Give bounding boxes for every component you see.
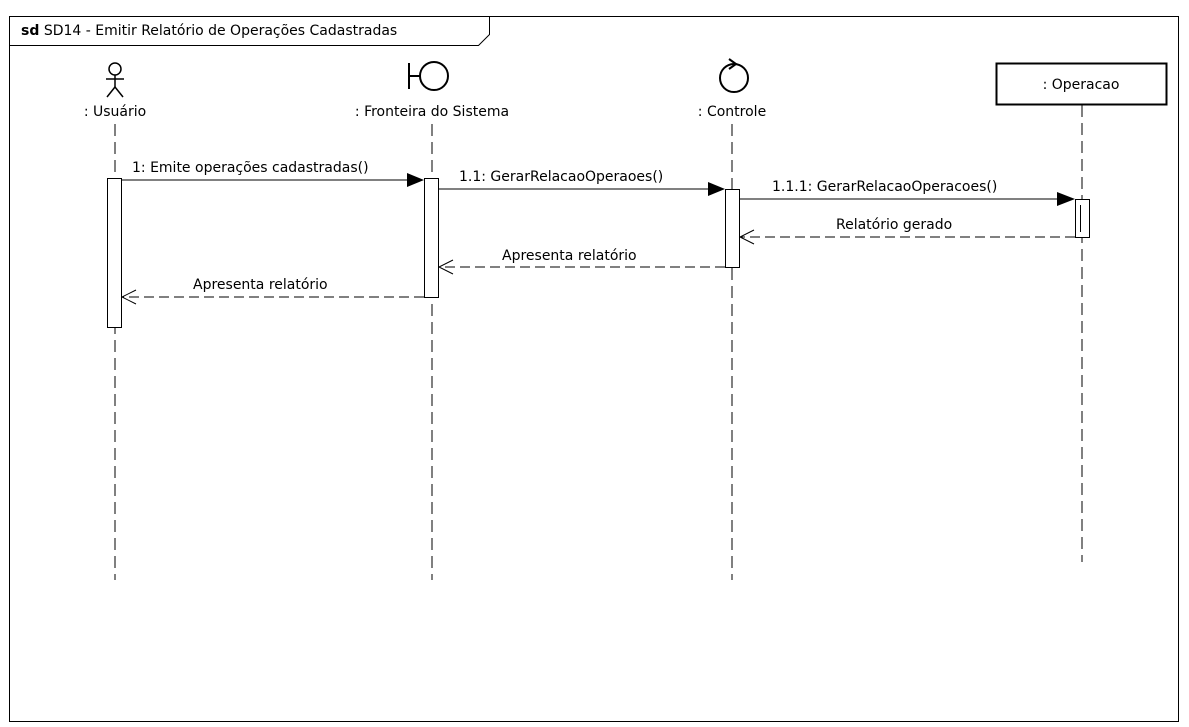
arrowhead-open — [738, 229, 755, 245]
control-icon — [719, 58, 749, 93]
message-label-apresenta-2: Apresenta relatório — [193, 277, 328, 293]
object-box-operacao — [995, 62, 1168, 106]
return-message-apresenta-1: Apresenta relatório — [437, 248, 725, 275]
lifeline-controle: : Controle — [698, 58, 766, 580]
arrowhead-filled — [708, 182, 725, 196]
message-1: 1: Emite operações cadastradas() — [121, 160, 424, 187]
return-message-apresenta-2: Apresenta relatório — [120, 277, 424, 305]
message-label-1-1: 1.1: GerarRelacaoOperaoes() — [459, 169, 663, 185]
frame-title: sd SD14 - Emitir Relatório de Operações … — [21, 23, 397, 39]
arrowhead-filled — [407, 173, 424, 187]
message-1-1: 1.1: GerarRelacaoOperaoes() — [438, 169, 725, 196]
frame-title-text: SD14 - Emitir Relatório de Operações Cad… — [44, 23, 397, 39]
message-1-1-1: 1.1.1: GerarRelacaoOperacoes() — [739, 179, 1075, 206]
arrowhead-open — [120, 289, 137, 305]
frame-keyword: sd — [21, 23, 39, 39]
arrowhead-filled — [1057, 192, 1075, 206]
lifeline-fronteira: : Fronteira do Sistema — [355, 61, 509, 580]
message-label-apresenta-1: Apresenta relatório — [502, 248, 637, 264]
activation-operacao — [1075, 199, 1090, 238]
message-label-1-1-1: 1.1.1: GerarRelacaoOperacoes() — [772, 179, 997, 195]
frame-title-tab — [9, 16, 490, 46]
return-message-relatorio-gerado: Relatório gerado — [738, 217, 1075, 245]
message-label-1: 1: Emite operações cadastradas() — [132, 160, 369, 176]
lifeline-label-operacao: : Operacao — [1043, 77, 1120, 93]
activation-usuario — [107, 178, 122, 328]
arrowhead-open — [437, 259, 454, 275]
lifeline-label-fronteira: : Fronteira do Sistema — [355, 104, 509, 120]
activation-fronteira — [424, 178, 439, 298]
lifeline-label-usuario: : Usuário — [84, 104, 146, 120]
boundary-icon — [408, 61, 449, 91]
diagram-frame — [9, 16, 1179, 722]
actor-icon — [106, 62, 124, 98]
lifeline-label-controle: : Controle — [698, 104, 766, 120]
lifeline-operacao: : Operacao — [995, 62, 1168, 562]
message-label-relatorio-gerado: Relatório gerado — [836, 217, 952, 233]
activation-controle — [725, 189, 740, 268]
lifeline-usuario: : Usuário — [84, 62, 146, 580]
